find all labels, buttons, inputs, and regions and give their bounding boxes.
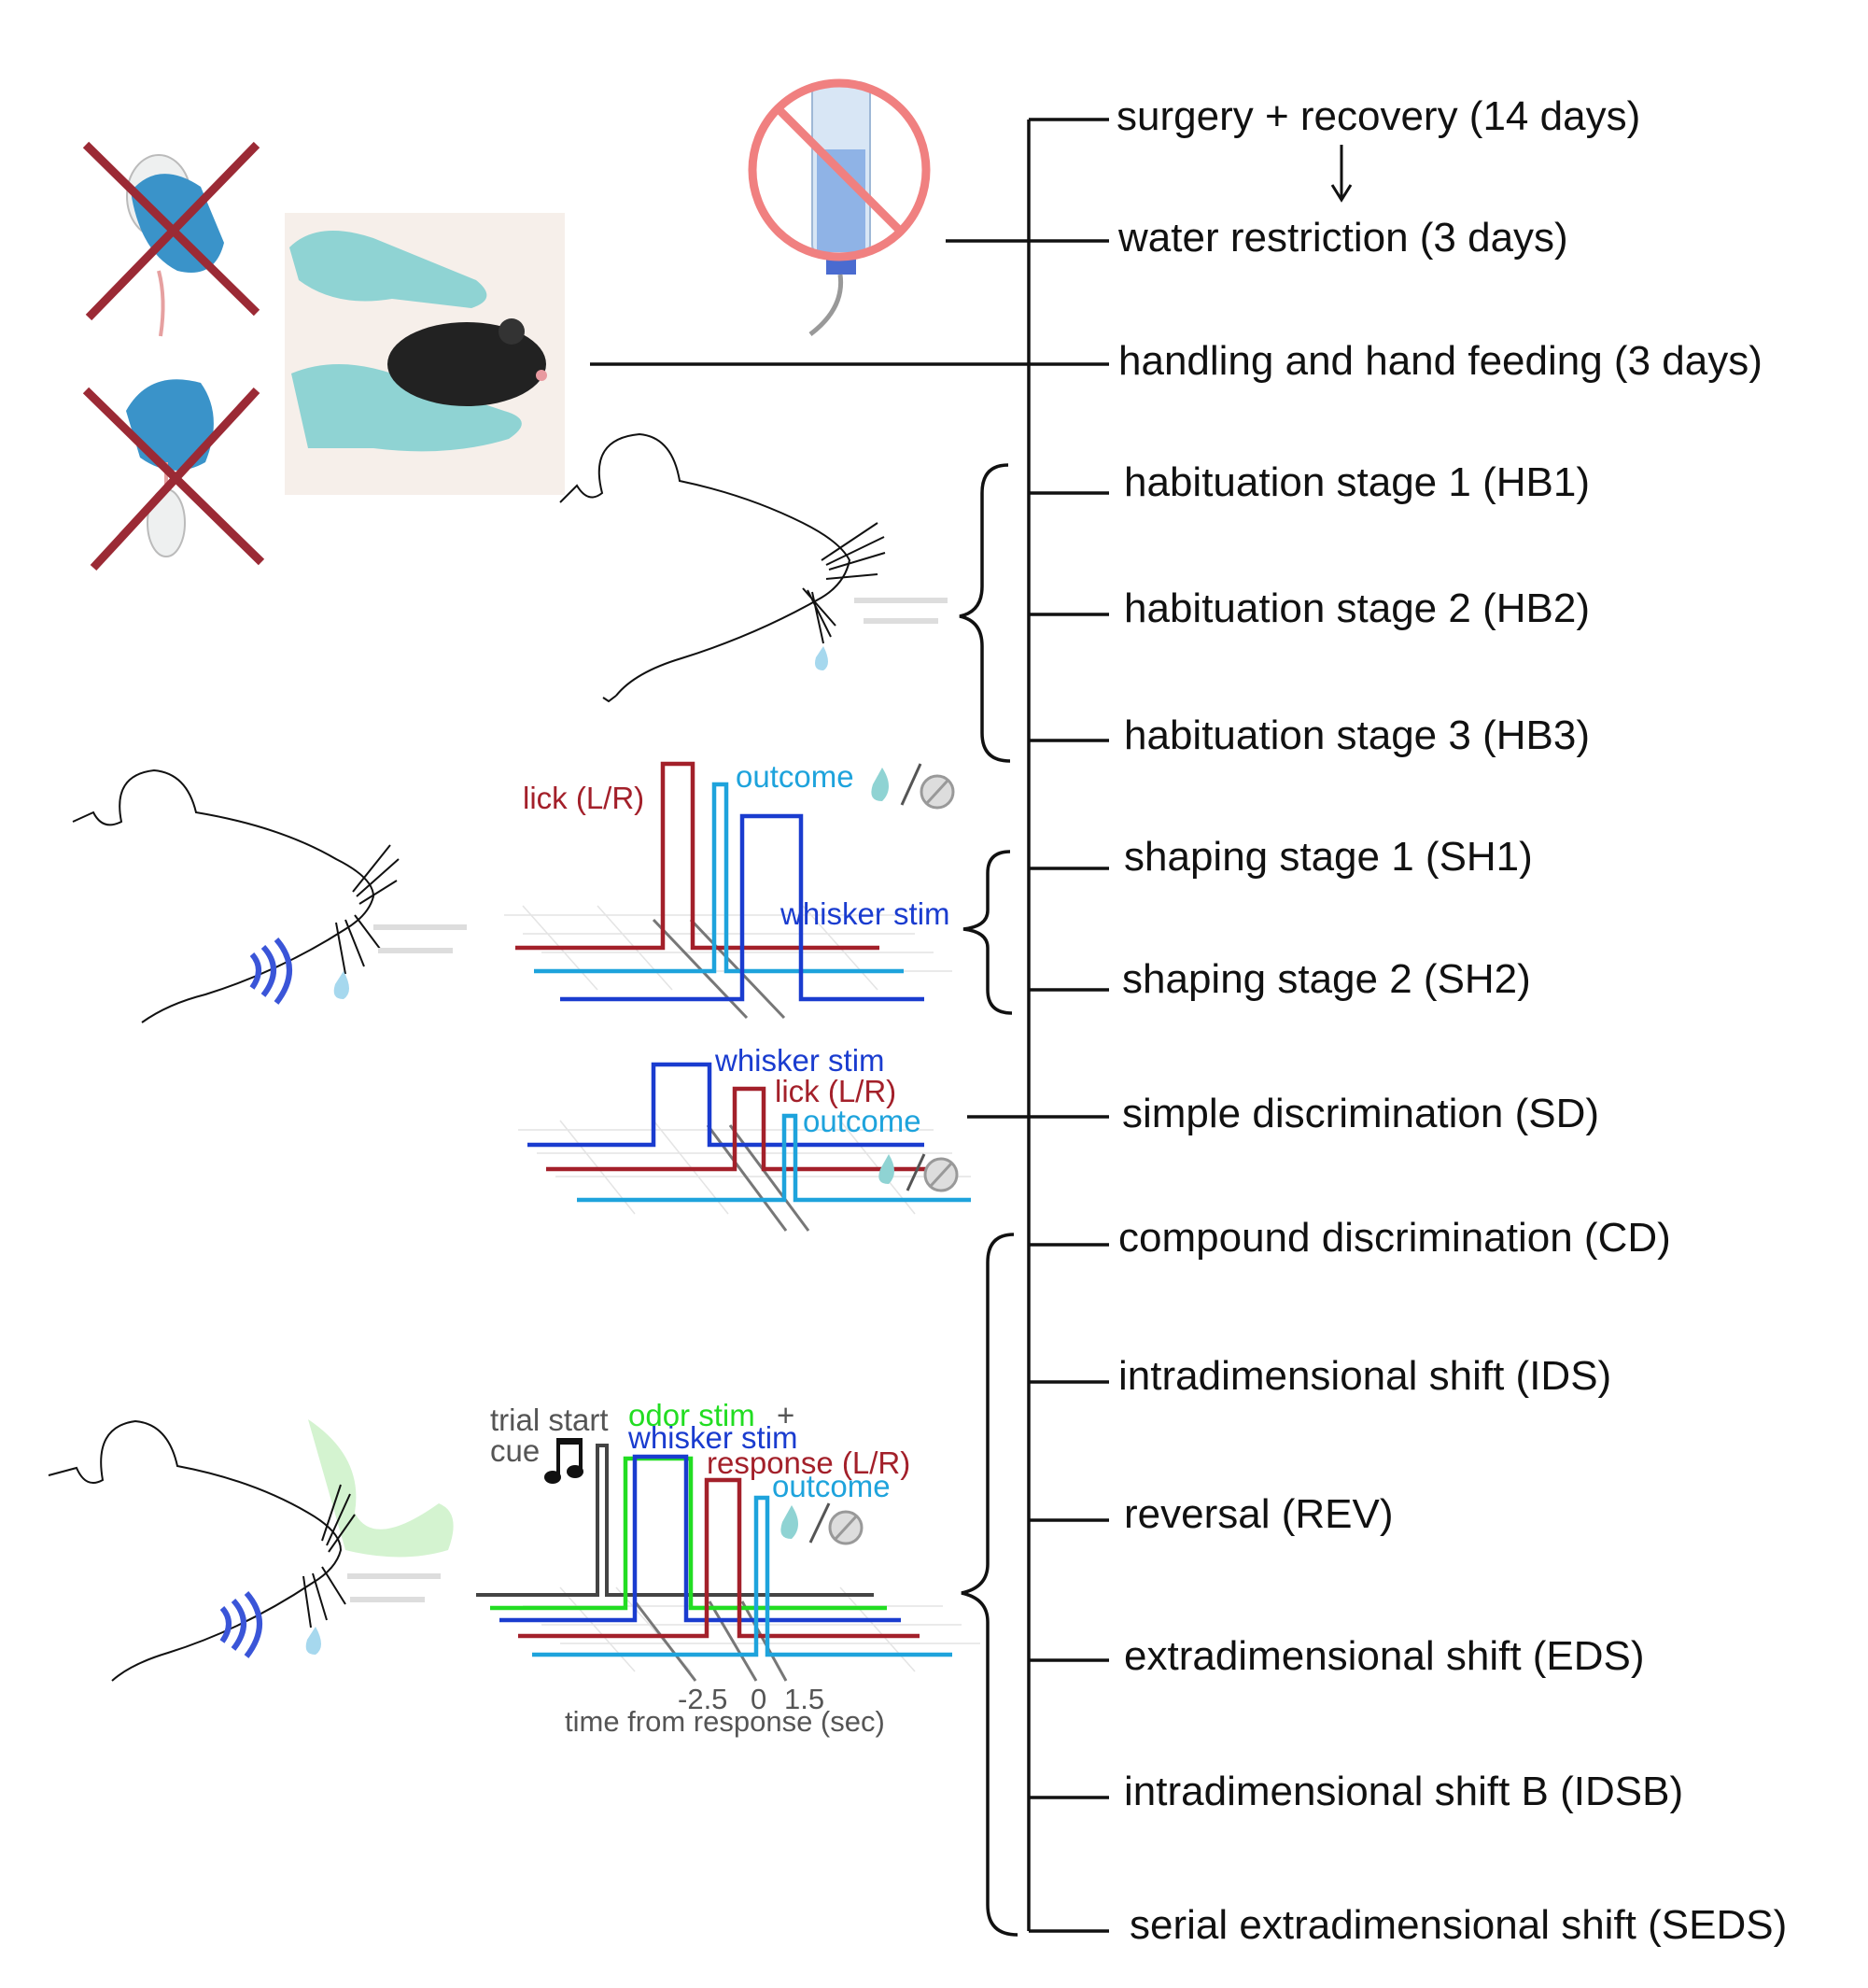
sd-whisker-label: whisker stim	[714, 1043, 885, 1078]
shaping-outcome-label: outcome	[736, 759, 854, 794]
stage-label-idsb: intradimensional shift B (IDSB)	[1124, 1769, 1683, 1814]
whisker-stim-wave-icon	[219, 1591, 262, 1658]
glove-holding-mouse-icon	[285, 213, 565, 495]
stage-label-sd: simple discrimination (SD)	[1122, 1091, 1599, 1136]
brace-habituation	[959, 463, 1011, 763]
stage-labels: surgery + recovery (14 days) water restr…	[1117, 93, 1787, 1948]
stage-label-eds: extradimensional shift (EDS)	[1124, 1633, 1645, 1679]
trace-outcome	[532, 1495, 952, 1657]
stage-label-hb2: habituation stage 2 (HB2)	[1124, 585, 1590, 631]
sd-lick-label: lick (L/R)	[775, 1074, 896, 1108]
task-outcome-label: outcome	[772, 1469, 891, 1503]
stage-label-surgery: surgery + recovery (14 days)	[1117, 93, 1640, 139]
event-marker-line	[706, 1124, 788, 1232]
tick-label-pos: 1.5	[784, 1683, 824, 1715]
stage-label-cd: compound discrimination (CD)	[1118, 1215, 1671, 1261]
time-axis-label: time from response (sec)	[565, 1705, 885, 1738]
water-drop-icon	[878, 1154, 894, 1184]
stage-label-rev: reversal (REV)	[1124, 1491, 1394, 1537]
trace-lick	[515, 761, 879, 951]
no-water-bottle-icon	[748, 78, 931, 336]
water-drop-icon	[333, 971, 349, 999]
task-cue-label: cue	[490, 1433, 540, 1468]
mouse-outline-shaping-icon	[72, 768, 467, 1023]
shaping-whisker-label: whisker stim	[780, 896, 950, 931]
timeline	[590, 118, 1109, 1933]
event-marker-line	[689, 918, 786, 1020]
task-trial-start-label: trial start	[490, 1403, 609, 1437]
stage-label-ids: intradimensional shift (IDS)	[1118, 1353, 1611, 1399]
task-whisker-label: whisker stim	[627, 1420, 798, 1455]
water-drop-icon	[871, 768, 889, 801]
music-note-icon	[544, 1438, 583, 1484]
stage-label-hb1: habituation stage 1 (HB1)	[1124, 459, 1590, 505]
mouse-outline-task-icon	[48, 1419, 441, 1682]
stage-label-hb3: habituation stage 3 (HB3)	[1124, 712, 1590, 758]
down-arrow-icon	[1330, 145, 1353, 203]
trace-whisker-stim	[560, 813, 924, 1002]
event-marker-line	[740, 1600, 788, 1682]
trace-whisker-stim	[527, 1062, 924, 1148]
shaping-lick-label: lick (L/R)	[523, 781, 644, 815]
event-marker-line	[708, 1600, 758, 1682]
stage-label-sh2: shaping stage 2 (SH2)	[1122, 956, 1531, 1002]
sd-outcome-label: outcome	[803, 1104, 921, 1138]
tick-label-neg: -2.5	[678, 1683, 727, 1715]
crossed-out-handling-icon	[82, 141, 260, 337]
crossed-out-tail-lift-icon	[82, 379, 265, 571]
trace-trial-start	[476, 1444, 874, 1597]
no-reward-icon	[828, 1510, 864, 1545]
task-grid	[523, 1586, 980, 1672]
task-odor-label: odor stim	[628, 1398, 755, 1432]
task-response-label: response (L/R)	[707, 1445, 910, 1480]
water-drop-icon	[815, 646, 828, 670]
event-marker-line	[633, 1600, 697, 1682]
event-marker-line	[652, 918, 749, 1020]
trace-whisker-stim	[499, 1454, 901, 1623]
odor-plume-icon	[308, 1419, 454, 1558]
shaping-trace-panel: lick (L/R) outcome whisker stim	[504, 759, 955, 1020]
brace-shaping	[962, 850, 1013, 1015]
slash-divider	[906, 1153, 926, 1191]
sd-trace-panel: whisker stim lick (L/R) outcome	[518, 1043, 971, 1232]
brace-set-shifting	[961, 1233, 1018, 1937]
no-reward-icon	[920, 774, 955, 810]
slash-divider	[900, 763, 922, 806]
no-reward-icon	[923, 1157, 959, 1192]
trace-response	[518, 1477, 920, 1639]
whisker-stim-wave-icon	[249, 938, 292, 1005]
water-drop-icon	[780, 1505, 798, 1539]
mouse-outline-icon	[559, 432, 948, 703]
stage-label-seds: serial extradimensional shift (SEDS)	[1130, 1902, 1787, 1948]
stage-label-water-restriction: water restriction (3 days)	[1117, 215, 1568, 261]
trace-outcome	[577, 1113, 971, 1203]
trace-outcome	[534, 782, 904, 974]
task-trace-panel: trial start cue odor stim + whisker stim…	[476, 1398, 980, 1738]
stage-label-handling: handling and hand feeding (3 days)	[1118, 338, 1763, 384]
task-plus-label: +	[777, 1398, 794, 1432]
water-drop-icon	[305, 1627, 321, 1655]
slash-divider	[808, 1502, 831, 1544]
tick-label-zero: 0	[751, 1683, 766, 1715]
stage-label-sh1: shaping stage 1 (SH1)	[1124, 834, 1533, 880]
